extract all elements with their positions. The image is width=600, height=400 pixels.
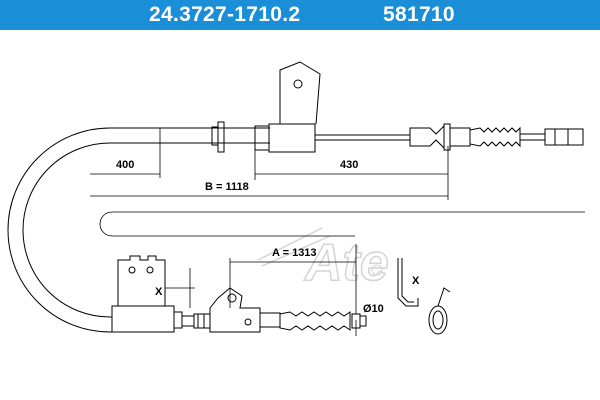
logo-swoosh: [257, 227, 331, 267]
logo-registered-mark: [371, 264, 383, 276]
title-bar: 24.3727-1710.2 581710: [0, 0, 600, 30]
cable-path: [7, 127, 270, 333]
reference-number: 581710: [383, 3, 455, 26]
dim-400-label: 400: [116, 159, 134, 171]
logo-text: Ate: [303, 234, 389, 292]
x-marker-right: X: [412, 275, 420, 287]
x-marker-left: X: [155, 286, 163, 298]
diameter-label: Ø10: [363, 303, 384, 315]
top-end-fitting: [211, 61, 584, 153]
reference-loop: [99, 211, 585, 237]
dim-b-label: B = 1118: [205, 181, 249, 193]
dim-x-left: X: [155, 268, 195, 308]
ate-logo-watermark: Ate: [257, 227, 390, 293]
dim-diameter: Ø10: [355, 303, 384, 336]
dim-a-label: A = 1313: [272, 247, 317, 259]
dim-a: A = 1313: [229, 244, 357, 314]
part-number: 24.3727-1710.2: [149, 3, 301, 26]
dim-400: 400: [90, 128, 161, 178]
spring-detail: X: [397, 258, 451, 335]
dim-430: 430: [254, 146, 449, 200]
bottom-end-fitting: [111, 255, 367, 333]
dim-b: B = 1118: [90, 181, 448, 197]
cable-drawing: Ate 400: [7, 61, 585, 336]
dim-430-label: 430: [340, 159, 358, 171]
